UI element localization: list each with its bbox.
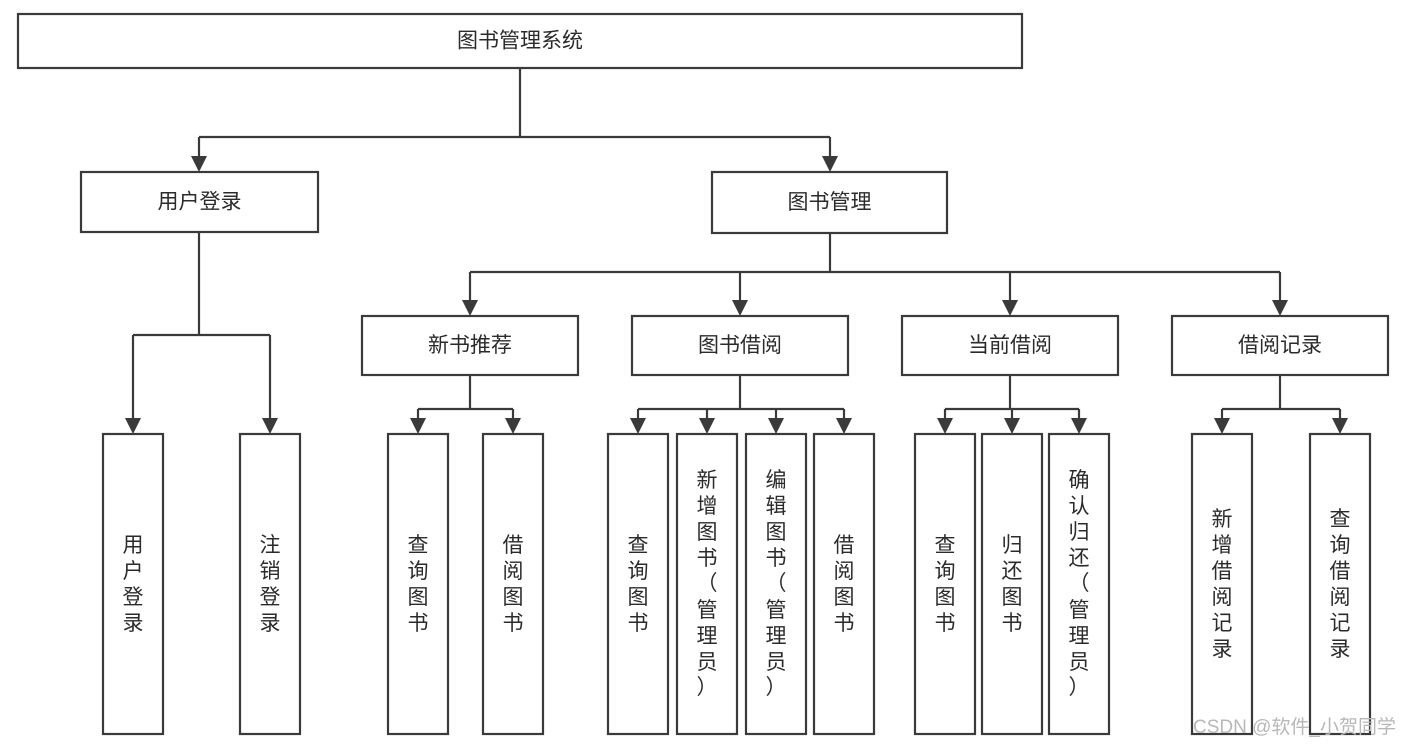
- arrow-head-icon: [1004, 418, 1020, 434]
- arrow-head-icon: [462, 300, 478, 316]
- arrow-head-icon: [1332, 418, 1348, 434]
- arrow-head-icon: [699, 418, 715, 434]
- node-user-login[interactable]: 用户登录: [79, 170, 320, 234]
- node-label-leaf-edit-book-admin: 编辑图书（管理员）: [766, 469, 787, 699]
- node-label-leaf-user-login: 用户登录: [123, 534, 144, 635]
- node-box-user-login: [79, 170, 320, 234]
- node-root[interactable]: 图书管理系统: [16, 12, 1024, 70]
- node-leaf-query-book-borrow[interactable]: 查询图书: [606, 432, 670, 736]
- node-label-root: 图书管理系统: [457, 30, 583, 53]
- node-label-leaf-return-book: 归还图书: [1002, 534, 1023, 635]
- node-label-book-borrow: 图书借阅: [698, 334, 782, 357]
- node-leaf-user-logout[interactable]: 注销登录: [238, 432, 302, 736]
- node-leaf-user-login[interactable]: 用户登录: [101, 432, 165, 736]
- node-borrow-records[interactable]: 借阅记录: [1170, 314, 1390, 377]
- arrow-head-icon: [836, 418, 852, 434]
- node-book-management[interactable]: 图书管理: [710, 170, 949, 235]
- node-box-leaf-query-book-rec: [386, 432, 450, 736]
- node-label-leaf-query-book-borrow: 查询图书: [628, 534, 649, 635]
- node-box-leaf-user-login: [101, 432, 165, 736]
- node-label-leaf-user-logout: 注销登录: [260, 534, 281, 635]
- node-box-leaf-query-borrow-record: [1308, 432, 1372, 736]
- arrow-head-icon: [191, 156, 207, 172]
- node-box-new-book-recommend: [360, 314, 580, 377]
- node-label-leaf-add-borrow-record: 新增借阅记录: [1212, 508, 1233, 661]
- node-leaf-query-book-current[interactable]: 查询图书: [913, 432, 977, 736]
- node-label-current-borrow: 当前借阅: [968, 334, 1052, 357]
- node-box-leaf-add-book-admin: [675, 432, 739, 736]
- node-label-leaf-confirm-return-admin: 确认归还（管理员）: [1069, 469, 1090, 699]
- node-box-leaf-confirm-return-admin: [1047, 432, 1111, 736]
- node-box-leaf-borrow-book-rec: [481, 432, 545, 736]
- node-leaf-confirm-return-admin[interactable]: 确认归还（管理员）: [1047, 432, 1111, 736]
- arrow-head-icon: [822, 156, 838, 172]
- node-box-leaf-add-borrow-record: [1190, 432, 1254, 736]
- node-label-leaf-borrow-book-borrow: 借阅图书: [834, 534, 855, 635]
- node-current-borrow[interactable]: 当前借阅: [900, 314, 1120, 377]
- arrow-head-icon: [505, 418, 521, 434]
- node-label-new-book-recommend: 新书推荐: [428, 334, 512, 357]
- node-box-root: [16, 12, 1024, 70]
- node-label-book-management: 图书管理: [788, 191, 872, 214]
- arrow-head-icon: [262, 418, 278, 434]
- node-leaf-borrow-book-rec[interactable]: 借阅图书: [481, 432, 545, 736]
- arrow-head-icon: [125, 418, 141, 434]
- node-label-borrow-records: 借阅记录: [1238, 334, 1322, 357]
- node-leaf-query-book-rec[interactable]: 查询图书: [386, 432, 450, 736]
- node-label-leaf-borrow-book-rec: 借阅图书: [503, 534, 524, 635]
- node-layer: 图书管理系统用户登录图书管理新书推荐图书借阅当前借阅借阅记录用户登录注销登录查询…: [16, 12, 1390, 736]
- node-box-leaf-query-book-current: [913, 432, 977, 736]
- arrow-head-icon: [937, 418, 953, 434]
- arrow-head-icon: [1071, 418, 1087, 434]
- connector-layer: [125, 68, 1348, 434]
- arrow-head-icon: [410, 418, 426, 434]
- csdn-watermark: CSDN @软件_小贺同学: [1193, 716, 1396, 738]
- node-new-book-recommend[interactable]: 新书推荐: [360, 314, 580, 377]
- node-box-leaf-borrow-book-borrow: [812, 432, 876, 736]
- arrow-head-icon: [732, 300, 748, 316]
- node-leaf-add-book-admin[interactable]: 新增图书（管理员）: [675, 432, 739, 736]
- node-label-leaf-query-book-rec: 查询图书: [408, 534, 429, 635]
- arrow-head-icon: [1272, 300, 1288, 316]
- node-leaf-add-borrow-record[interactable]: 新增借阅记录: [1190, 432, 1254, 736]
- node-box-leaf-query-book-borrow: [606, 432, 670, 736]
- node-label-leaf-query-borrow-record: 查询借阅记录: [1330, 508, 1351, 661]
- node-label-leaf-add-book-admin: 新增图书（管理员）: [697, 469, 718, 699]
- node-leaf-borrow-book-borrow[interactable]: 借阅图书: [812, 432, 876, 736]
- node-box-current-borrow: [900, 314, 1120, 377]
- node-box-leaf-user-logout: [238, 432, 302, 736]
- node-box-book-borrow: [630, 314, 850, 377]
- node-label-leaf-query-book-current: 查询图书: [935, 534, 956, 635]
- node-leaf-query-borrow-record[interactable]: 查询借阅记录: [1308, 432, 1372, 736]
- node-leaf-edit-book-admin[interactable]: 编辑图书（管理员）: [744, 432, 808, 736]
- node-label-user-login: 用户登录: [158, 191, 242, 214]
- node-box-book-management: [710, 170, 949, 235]
- arrow-head-icon: [768, 418, 784, 434]
- arrow-head-icon: [630, 418, 646, 434]
- node-leaf-return-book[interactable]: 归还图书: [980, 432, 1044, 736]
- arrow-head-icon: [1002, 300, 1018, 316]
- node-box-leaf-edit-book-admin: [744, 432, 808, 736]
- arrow-head-icon: [1214, 418, 1230, 434]
- node-box-borrow-records: [1170, 314, 1390, 377]
- node-box-leaf-return-book: [980, 432, 1044, 736]
- node-book-borrow[interactable]: 图书借阅: [630, 314, 850, 377]
